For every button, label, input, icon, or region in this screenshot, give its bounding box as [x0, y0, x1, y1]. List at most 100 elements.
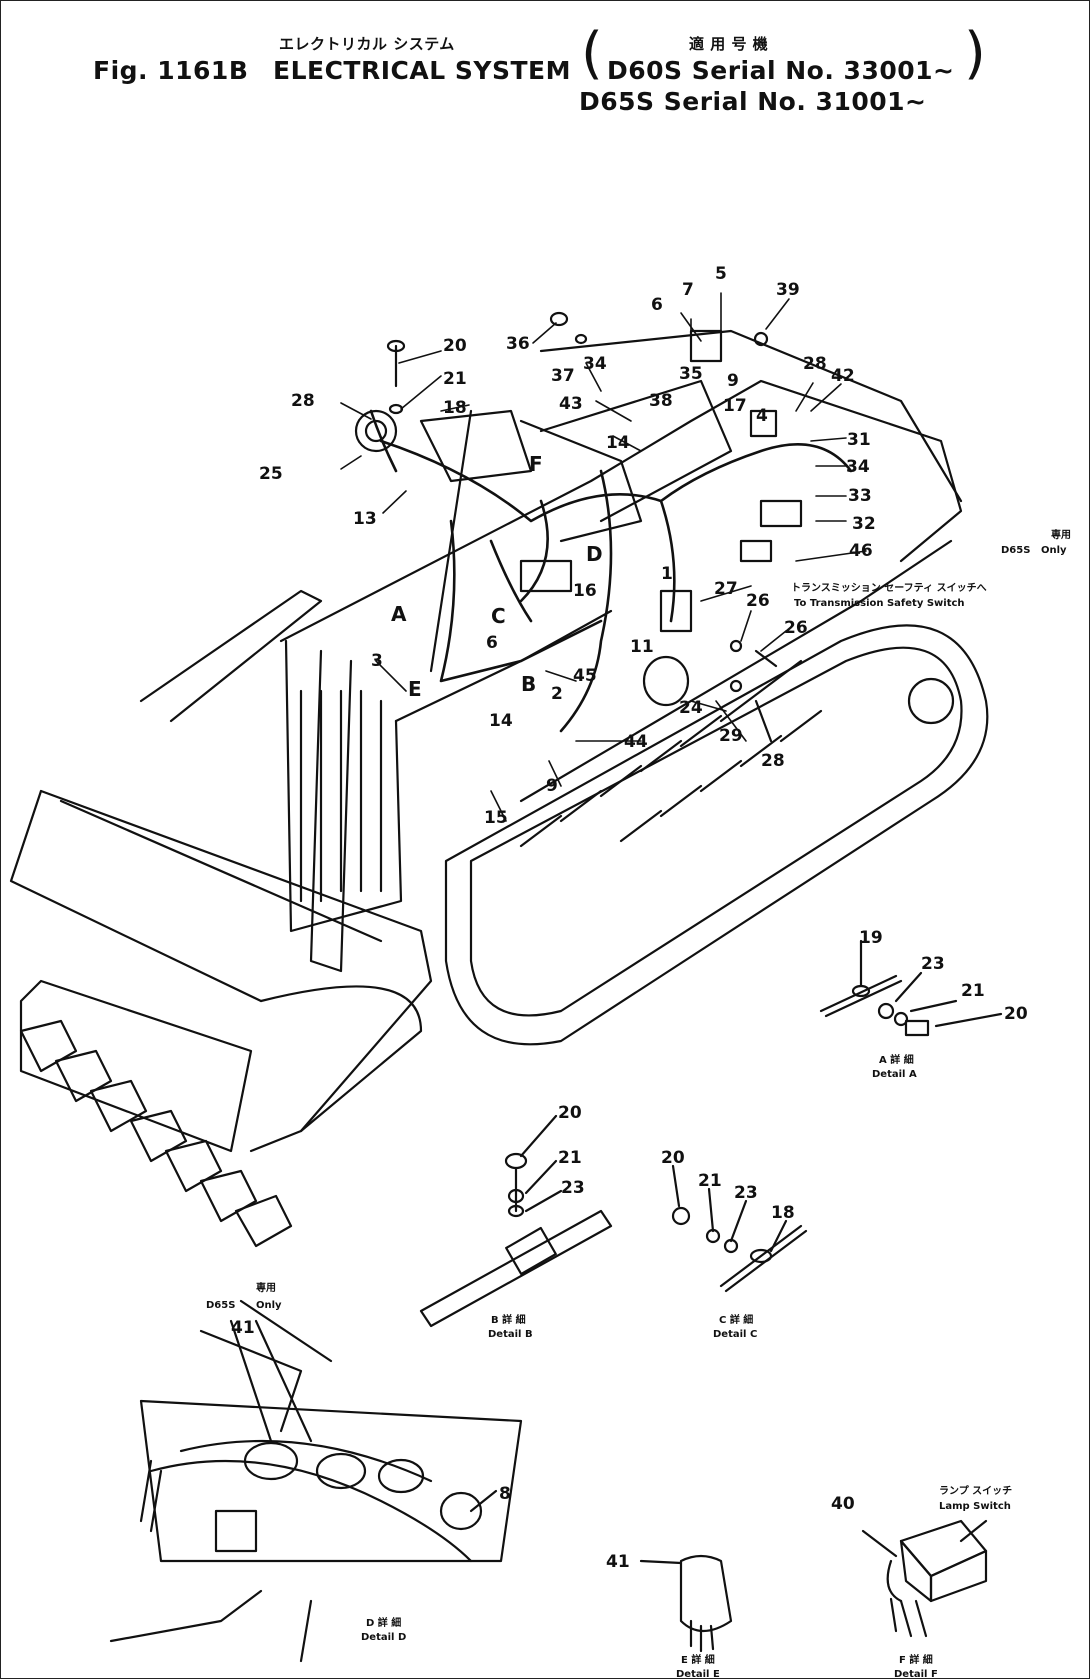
detail-f-labels: 40 ランプ スイッチ Lamp Switch F 詳 細 Detail F	[831, 1484, 1012, 1680]
callout-37: 37	[551, 366, 575, 386]
view-letter-f: F	[529, 452, 543, 476]
detail-a-callout-20: 20	[1004, 1004, 1028, 1024]
view-letter-c: C	[491, 604, 506, 628]
detail-f-title-en: Detail F	[894, 1669, 938, 1680]
view-letter-b: B	[521, 672, 536, 696]
detail-a-labels: 19 23 21 20 A 詳 細 Detail A	[859, 928, 1028, 1080]
callout-38: 39	[776, 280, 800, 300]
to-switch-en: To Transmission Safety Switch	[794, 598, 965, 609]
main-view-bolts	[386, 311, 778, 743]
detail-b-callout-20: 20	[558, 1103, 582, 1123]
detail-c-callout-20: 20	[661, 1148, 685, 1168]
callout-7: 7	[682, 280, 694, 300]
d65s-only-jp: 専用	[1051, 528, 1071, 541]
leader-lines	[340, 292, 867, 822]
detail-a-title-en: Detail A	[872, 1069, 917, 1080]
wiring-harness	[369, 409, 853, 733]
callout-29b: 28	[803, 354, 827, 374]
callout-34: 34	[583, 354, 607, 374]
serial-line-2: D65S Serial No. 31001~	[579, 87, 927, 116]
callout-5: 5	[715, 264, 727, 284]
detail-c-labels: 20 21 23 18 C 詳 細 Detail C	[661, 1148, 795, 1340]
detail-e-drawing	[639, 1554, 733, 1653]
callout-42: 42	[831, 366, 855, 386]
view-letter-labels: A B C D E F	[391, 452, 603, 701]
blade-and-arms	[9, 589, 433, 1153]
components	[354, 329, 803, 707]
view-letter-d: D	[586, 542, 603, 566]
detail-c-callout-18: 18	[771, 1203, 795, 1223]
detail-c-callout-22: 23	[734, 1183, 758, 1203]
callout-24: 25	[259, 464, 283, 484]
detail-a-callout-19: 19	[859, 928, 883, 948]
callout-11: 9	[727, 371, 739, 391]
callout-28: 29	[719, 726, 743, 746]
blade-teeth	[19, 1019, 293, 1248]
callout-43: 43	[559, 394, 583, 414]
callout-21: 21	[443, 369, 467, 389]
callout-39: 38	[649, 391, 673, 411]
callout-12: 11	[630, 637, 654, 657]
callout-2: 2	[551, 684, 563, 704]
callout-15: 15	[484, 808, 508, 828]
detail-d-only-jp: 専用	[256, 1281, 276, 1294]
detail-c-drawing	[671, 1164, 808, 1293]
detail-d-title-jp: D 詳 細	[366, 1616, 401, 1629]
callout-4: 4	[756, 406, 768, 426]
callout-45: 45	[573, 666, 597, 686]
callout-labels: 5 7 39 6 20 36 34 37 35 9 28 42 21 28 43…	[259, 264, 876, 828]
detail-f-drawing	[861, 1519, 988, 1638]
detail-c-title-jp: C 詳 細	[719, 1313, 753, 1326]
detail-b-callout-21: 21	[558, 1148, 582, 1168]
callout-3: 3	[371, 651, 383, 671]
callout-33: 34	[846, 457, 870, 477]
callout-32: 33	[848, 486, 872, 506]
callout-23: 24	[679, 698, 703, 718]
d65s-only-model: D65S	[1001, 545, 1030, 556]
callout-20: 20	[443, 336, 467, 356]
title-english: ELECTRICAL SYSTEM	[273, 56, 571, 85]
callout-46: 46	[849, 541, 873, 561]
detail-e-callout-41: 41	[606, 1552, 630, 1572]
detail-c-callout-21: 21	[698, 1171, 722, 1191]
transmission-note: 専用 D65S Only トランスミッション セーフティ スイッチへ To Tr…	[791, 528, 1071, 609]
callout-18: 18	[443, 398, 467, 418]
detail-b-labels: 20 21 23 B 詳 細 Detail B	[488, 1103, 585, 1340]
detail-e-labels: 41 E 詳 細 Detail E	[606, 1552, 720, 1680]
figure-number: Fig. 1161B	[93, 56, 249, 85]
callout-44: 44	[624, 732, 648, 752]
to-switch-jp: トランスミッション セーフティ スイッチへ	[791, 582, 987, 594]
callout-27: 28	[761, 751, 785, 771]
detail-d-drawing	[109, 1299, 523, 1663]
title-japanese: エレクトリカル システム	[279, 35, 455, 53]
engine-body	[279, 329, 963, 933]
callout-25: 26	[784, 618, 808, 638]
d65s-only-en: Only	[1041, 545, 1067, 556]
callout-17: 17	[723, 396, 747, 416]
callout-1: 1	[661, 564, 673, 584]
open-paren: (	[581, 21, 603, 86]
view-letter-a: A	[391, 602, 407, 626]
detail-b-callout-22: 23	[561, 1178, 585, 1198]
detail-a-callout-22: 23	[921, 954, 945, 974]
detail-d-title-en: Detail D	[361, 1632, 406, 1643]
detail-a-callout-21: 21	[961, 981, 985, 1001]
callout-14b: 14	[489, 711, 513, 731]
callout-9: 9	[546, 776, 558, 796]
detail-a-title-jp: A 詳 細	[879, 1053, 914, 1066]
detail-d-callout-8: 8	[499, 1484, 511, 1504]
detail-d-only-model: D65S	[206, 1300, 235, 1311]
applies-japanese: 適 用 号 機	[689, 35, 769, 53]
callout-14: 14	[606, 433, 630, 453]
detail-a-drawing	[819, 939, 1003, 1037]
callout-31: 32	[852, 514, 876, 534]
callout-35: 35	[679, 364, 703, 384]
callout-6b: 6	[486, 633, 498, 653]
callout-6: 6	[651, 295, 663, 315]
detail-f-callout-40: 40	[831, 1494, 855, 1514]
detail-d-only-en: Only	[256, 1300, 282, 1311]
close-paren: )	[964, 21, 986, 86]
callout-16: 16	[573, 581, 597, 601]
